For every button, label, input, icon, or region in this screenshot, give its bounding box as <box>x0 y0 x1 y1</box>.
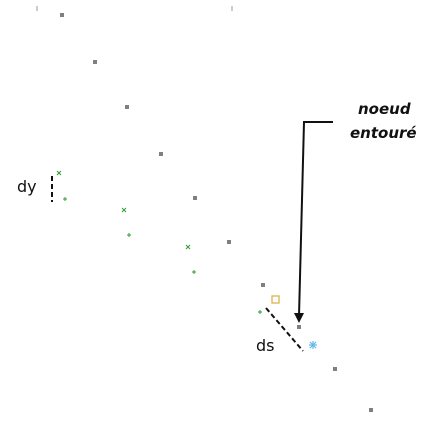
green-marker-series <box>56 170 262 314</box>
green-marker-7 <box>258 310 262 314</box>
green-marker-1 <box>56 170 62 176</box>
top-ticks <box>36 6 233 11</box>
grey-node-10 <box>369 408 373 412</box>
grey-node-3 <box>125 105 129 109</box>
grey-node-8 <box>297 325 301 329</box>
circled-node-marker <box>271 295 280 304</box>
grey-node-1 <box>60 13 64 17</box>
grey-node-5 <box>193 196 197 200</box>
callout-text-line1: noeud <box>358 100 411 118</box>
callout-text-line2: entouré <box>350 124 417 142</box>
grey-node-7 <box>261 283 265 287</box>
callout-arrow-head <box>294 313 304 323</box>
grey-node-9 <box>333 367 337 371</box>
green-marker-2 <box>63 197 67 201</box>
ds-label: ds <box>256 336 275 355</box>
grey-node-6 <box>227 240 231 244</box>
green-marker-4 <box>127 233 131 237</box>
grey-node-2 <box>93 60 97 64</box>
grey-node-4 <box>159 152 163 156</box>
green-marker-6 <box>192 270 196 274</box>
green-marker-3 <box>121 207 127 213</box>
callout-arrow-line <box>298 121 333 317</box>
star-node-marker <box>309 341 317 349</box>
dy-label: dy <box>17 177 37 196</box>
grey-node-series <box>60 13 373 412</box>
green-marker-5 <box>185 244 191 250</box>
ds-dashed-line <box>265 307 304 352</box>
